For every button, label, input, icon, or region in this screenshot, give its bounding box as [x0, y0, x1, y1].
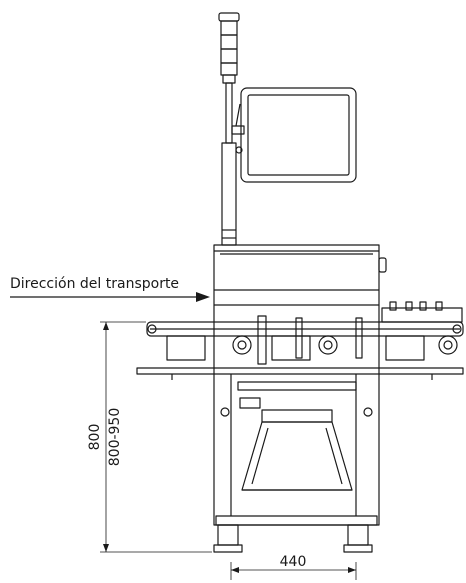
lower-frame — [213, 305, 380, 526]
conveyor-belt — [146, 321, 464, 361]
support-bar — [136, 367, 464, 380]
height-label-range: 800-950 — [107, 408, 123, 467]
touch-screen-monitor — [240, 87, 357, 183]
height-label-main: 800 — [87, 424, 103, 451]
width-dimension-arrows — [231, 567, 356, 573]
width-label: 440 — [280, 554, 307, 570]
side-guides — [257, 301, 463, 365]
monitor-arm — [231, 103, 245, 135]
collection-hopper — [237, 381, 357, 491]
width-dimension-lines — [230, 562, 357, 580]
signal-light-tower — [218, 12, 240, 84]
leveling-feet — [213, 524, 373, 553]
height-dimension-lines — [100, 321, 212, 553]
belt-rollers — [232, 335, 458, 355]
height-dimension-arrows — [103, 322, 109, 552]
conveying-direction-arrow — [10, 292, 210, 302]
upper-cabinet — [213, 244, 387, 306]
direction-label: Dirección del transporte — [10, 276, 179, 292]
